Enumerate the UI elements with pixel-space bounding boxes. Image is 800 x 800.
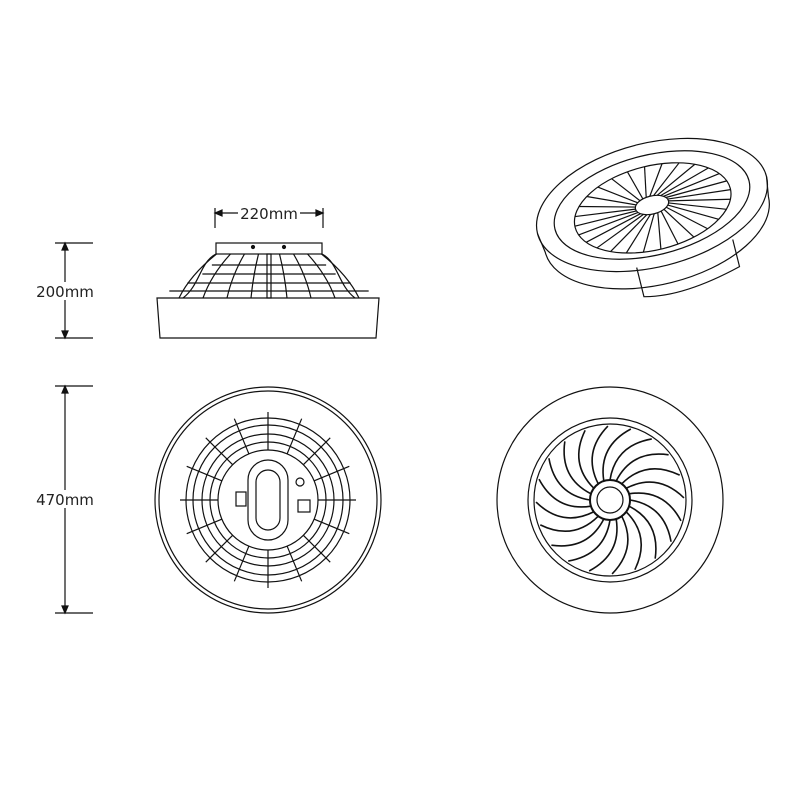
diameter-label: 470mm	[36, 491, 94, 509]
width-dimension	[213, 208, 325, 228]
grille-spoke	[574, 210, 637, 227]
fan-blade	[615, 453, 669, 482]
grille-spoke	[611, 178, 641, 202]
fan-blade	[602, 428, 632, 482]
fan-blade	[551, 518, 605, 547]
height-dimension	[55, 241, 93, 340]
fan-blade	[568, 519, 611, 562]
grille-spoke	[610, 214, 648, 252]
grille-spoke	[657, 212, 662, 250]
grille-spoke	[586, 195, 637, 206]
grille-spoke	[642, 213, 655, 253]
grille-spoke	[643, 166, 647, 198]
cage-rib	[321, 253, 360, 299]
cage-rib	[307, 253, 336, 299]
cage-rib	[178, 253, 217, 299]
grille-spoke	[663, 172, 720, 197]
cage-spoke	[186, 465, 223, 482]
perspective-view	[535, 137, 770, 298]
grille-spoke	[667, 189, 731, 200]
cage-spoke	[286, 418, 303, 455]
fan-blade	[628, 505, 657, 559]
fan-blade	[588, 518, 618, 572]
grille-spoke	[597, 186, 638, 204]
grille-spoke	[578, 211, 639, 236]
fan-blade	[629, 499, 672, 542]
cage-rib	[226, 253, 246, 299]
grille-spoke	[653, 162, 680, 196]
grille-spoke	[665, 180, 727, 199]
grille-spoke	[649, 163, 663, 197]
fan-blade	[548, 458, 591, 501]
cage-spoke	[313, 518, 350, 535]
cage-spoke	[205, 437, 234, 466]
fan-blade	[535, 501, 595, 519]
fan-blade	[625, 511, 642, 571]
motor-housing-slot	[247, 459, 289, 541]
grille-spoke	[574, 208, 636, 218]
width-label: 220mm	[240, 205, 298, 223]
cage-spoke	[313, 465, 350, 482]
grille-spoke	[625, 214, 651, 254]
fan-blade	[621, 468, 681, 485]
fan-blade	[611, 515, 629, 575]
bottom-view	[496, 386, 724, 614]
diameter-dimension	[55, 384, 93, 615]
fan-blade	[539, 515, 599, 532]
fan-blade	[609, 438, 652, 481]
top-view	[154, 386, 382, 614]
side-view	[156, 242, 380, 339]
cage-spoke	[302, 534, 331, 563]
grille-spoke	[585, 213, 641, 243]
grille-spoke	[665, 206, 708, 230]
grille-spoke	[663, 208, 695, 238]
grille-spoke	[668, 198, 731, 202]
grille-spoke	[656, 163, 696, 196]
grille-spoke	[667, 204, 719, 220]
grille-spoke	[626, 171, 644, 200]
grille-spoke	[668, 202, 727, 210]
cage-rib	[292, 253, 312, 299]
grille-spoke	[579, 205, 636, 208]
fan-blade	[628, 492, 682, 522]
cage-rib	[250, 253, 260, 299]
grille-spoke	[660, 210, 679, 245]
fan-blade	[538, 478, 592, 508]
fan-blade	[578, 429, 595, 489]
side-view-base-ring	[156, 297, 380, 339]
cage-spoke	[233, 545, 250, 582]
height-label: 200mm	[36, 283, 94, 301]
cage-spoke	[233, 418, 250, 455]
cage-spoke	[286, 545, 303, 582]
fan-blade	[563, 441, 592, 495]
cage-rib	[278, 253, 288, 299]
cage-spoke	[205, 534, 234, 563]
grille-spoke	[660, 167, 709, 197]
grille-spoke	[596, 213, 644, 249]
fan-blade	[625, 481, 685, 499]
cage-rib	[202, 253, 231, 299]
cage-spoke	[186, 518, 223, 535]
fan-blade	[591, 425, 609, 485]
cage-spoke	[302, 437, 331, 466]
